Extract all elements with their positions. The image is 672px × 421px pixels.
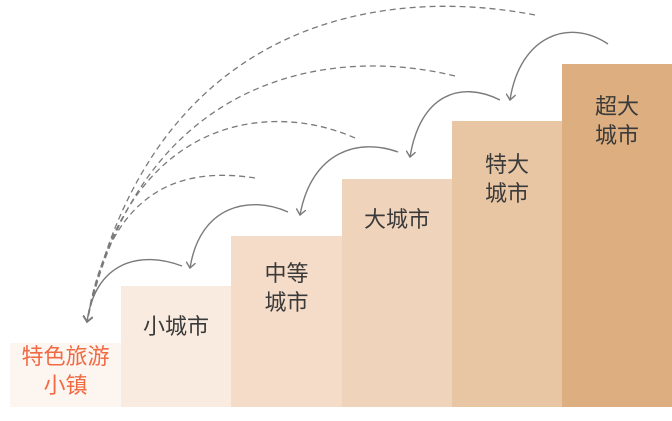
dashed-arrow-large-to-town <box>87 120 356 322</box>
dashed-arrow-medium-to-town <box>87 174 256 322</box>
step-label-characteristic-town: 特色旅游 小镇 <box>21 345 110 399</box>
step-label-small-city: 小城市 <box>142 315 209 340</box>
arrow-extralarge-to-large <box>410 91 501 157</box>
step-small-city: 小城市 <box>121 286 231 407</box>
step-medium-city: 中等 城市 <box>231 236 342 407</box>
step-label-medium-city: 中等 城市 <box>264 262 309 316</box>
step-label-super-large-city: 超大 城市 <box>594 95 639 149</box>
step-super-large-city: 超大 城市 <box>562 64 672 407</box>
step-label-extra-large-city: 特大 城市 <box>484 153 529 207</box>
step-label-large-city: 大城市 <box>363 208 430 233</box>
arrow-superlarge-to-extralarge <box>510 31 609 100</box>
arrow-medium-to-small <box>190 204 289 268</box>
step-large-city: 大城市 <box>342 179 452 407</box>
step-characteristic-town: 特色旅游 小镇 <box>10 343 121 407</box>
arrow-large-to-medium <box>300 146 399 215</box>
step-extra-large-city: 特大 城市 <box>452 121 562 407</box>
dashed-arrow-superlarge-to-town <box>87 5 536 322</box>
